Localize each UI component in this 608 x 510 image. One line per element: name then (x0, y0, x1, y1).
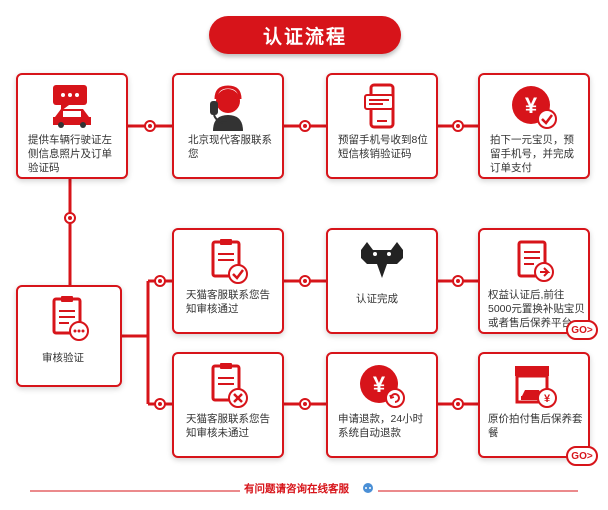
step-text: 认证完成 (356, 293, 398, 305)
step-pay-order: ¥ 拍下一元宝贝，预留手机号，并完成订单支付 (478, 73, 590, 179)
garage-yuan-icon: ¥ (480, 362, 588, 412)
step-text: 预留手机号收到8位短信核销验证码 (338, 134, 428, 160)
tmall-icon (328, 238, 436, 288)
step-text: 天猫客服联系您告知审核通过 (186, 289, 270, 315)
document-cross-icon (174, 362, 282, 412)
step-text: 天猫客服联系您告知审核未通过 (186, 413, 270, 439)
customer-service-icon (174, 83, 282, 133)
step-benefit: 权益认证后,前往5000元置换补贴宝贝或者售后保养平台 (478, 228, 590, 334)
step-provide-license: 提供车辆行驶证左侧信息照片及订单验证码 (16, 73, 128, 179)
step-verify: 审核验证 (16, 285, 122, 387)
step-text: 权益认证后,前往5000元置换补贴宝贝或者售后保养平台 (488, 289, 585, 329)
step-text: 申请退款，24小时系统自动退款 (338, 413, 424, 439)
go-button[interactable]: GO> (566, 446, 598, 466)
step-certified: 认证完成 (326, 228, 438, 334)
document-check-icon (174, 238, 282, 288)
go-button[interactable]: GO> (566, 320, 598, 340)
svg-text:¥: ¥ (525, 93, 538, 118)
phone-message-icon (328, 83, 436, 133)
svg-text:¥: ¥ (544, 393, 551, 405)
footer-help-link[interactable]: 有问题请咨询在线客服 (244, 483, 349, 495)
step-text: 北京现代客服联系您 (188, 134, 272, 160)
step-sms-code: 预留手机号收到8位短信核销验证码 (326, 73, 438, 179)
step-text: 拍下一元宝贝，预留手机号，并完成订单支付 (490, 134, 574, 174)
step-text: 审核验证 (42, 352, 84, 364)
step-review-passed: 天猫客服联系您告知审核通过 (172, 228, 284, 334)
chat-bubble-icon[interactable] (362, 482, 374, 494)
step-text: 原价拍付售后保养套餐 (488, 413, 583, 439)
step-maintenance-package: ¥ 原价拍付售后保养套餐 (478, 352, 590, 458)
yuan-check-icon: ¥ (480, 83, 588, 133)
step-text: 提供车辆行驶证左侧信息照片及订单验证码 (28, 134, 112, 174)
car-message-icon (18, 83, 126, 133)
step-review-failed: 天猫客服联系您告知审核未通过 (172, 352, 284, 458)
svg-text:¥: ¥ (373, 372, 386, 397)
step-refund: ¥ 申请退款，24小时系统自动退款 (326, 352, 438, 458)
document-review-icon (18, 295, 120, 345)
document-arrow-icon (480, 238, 588, 288)
step-service-contact: 北京现代客服联系您 (172, 73, 284, 179)
yuan-refund-icon: ¥ (328, 362, 436, 412)
page-title: 认证流程 (209, 16, 401, 54)
